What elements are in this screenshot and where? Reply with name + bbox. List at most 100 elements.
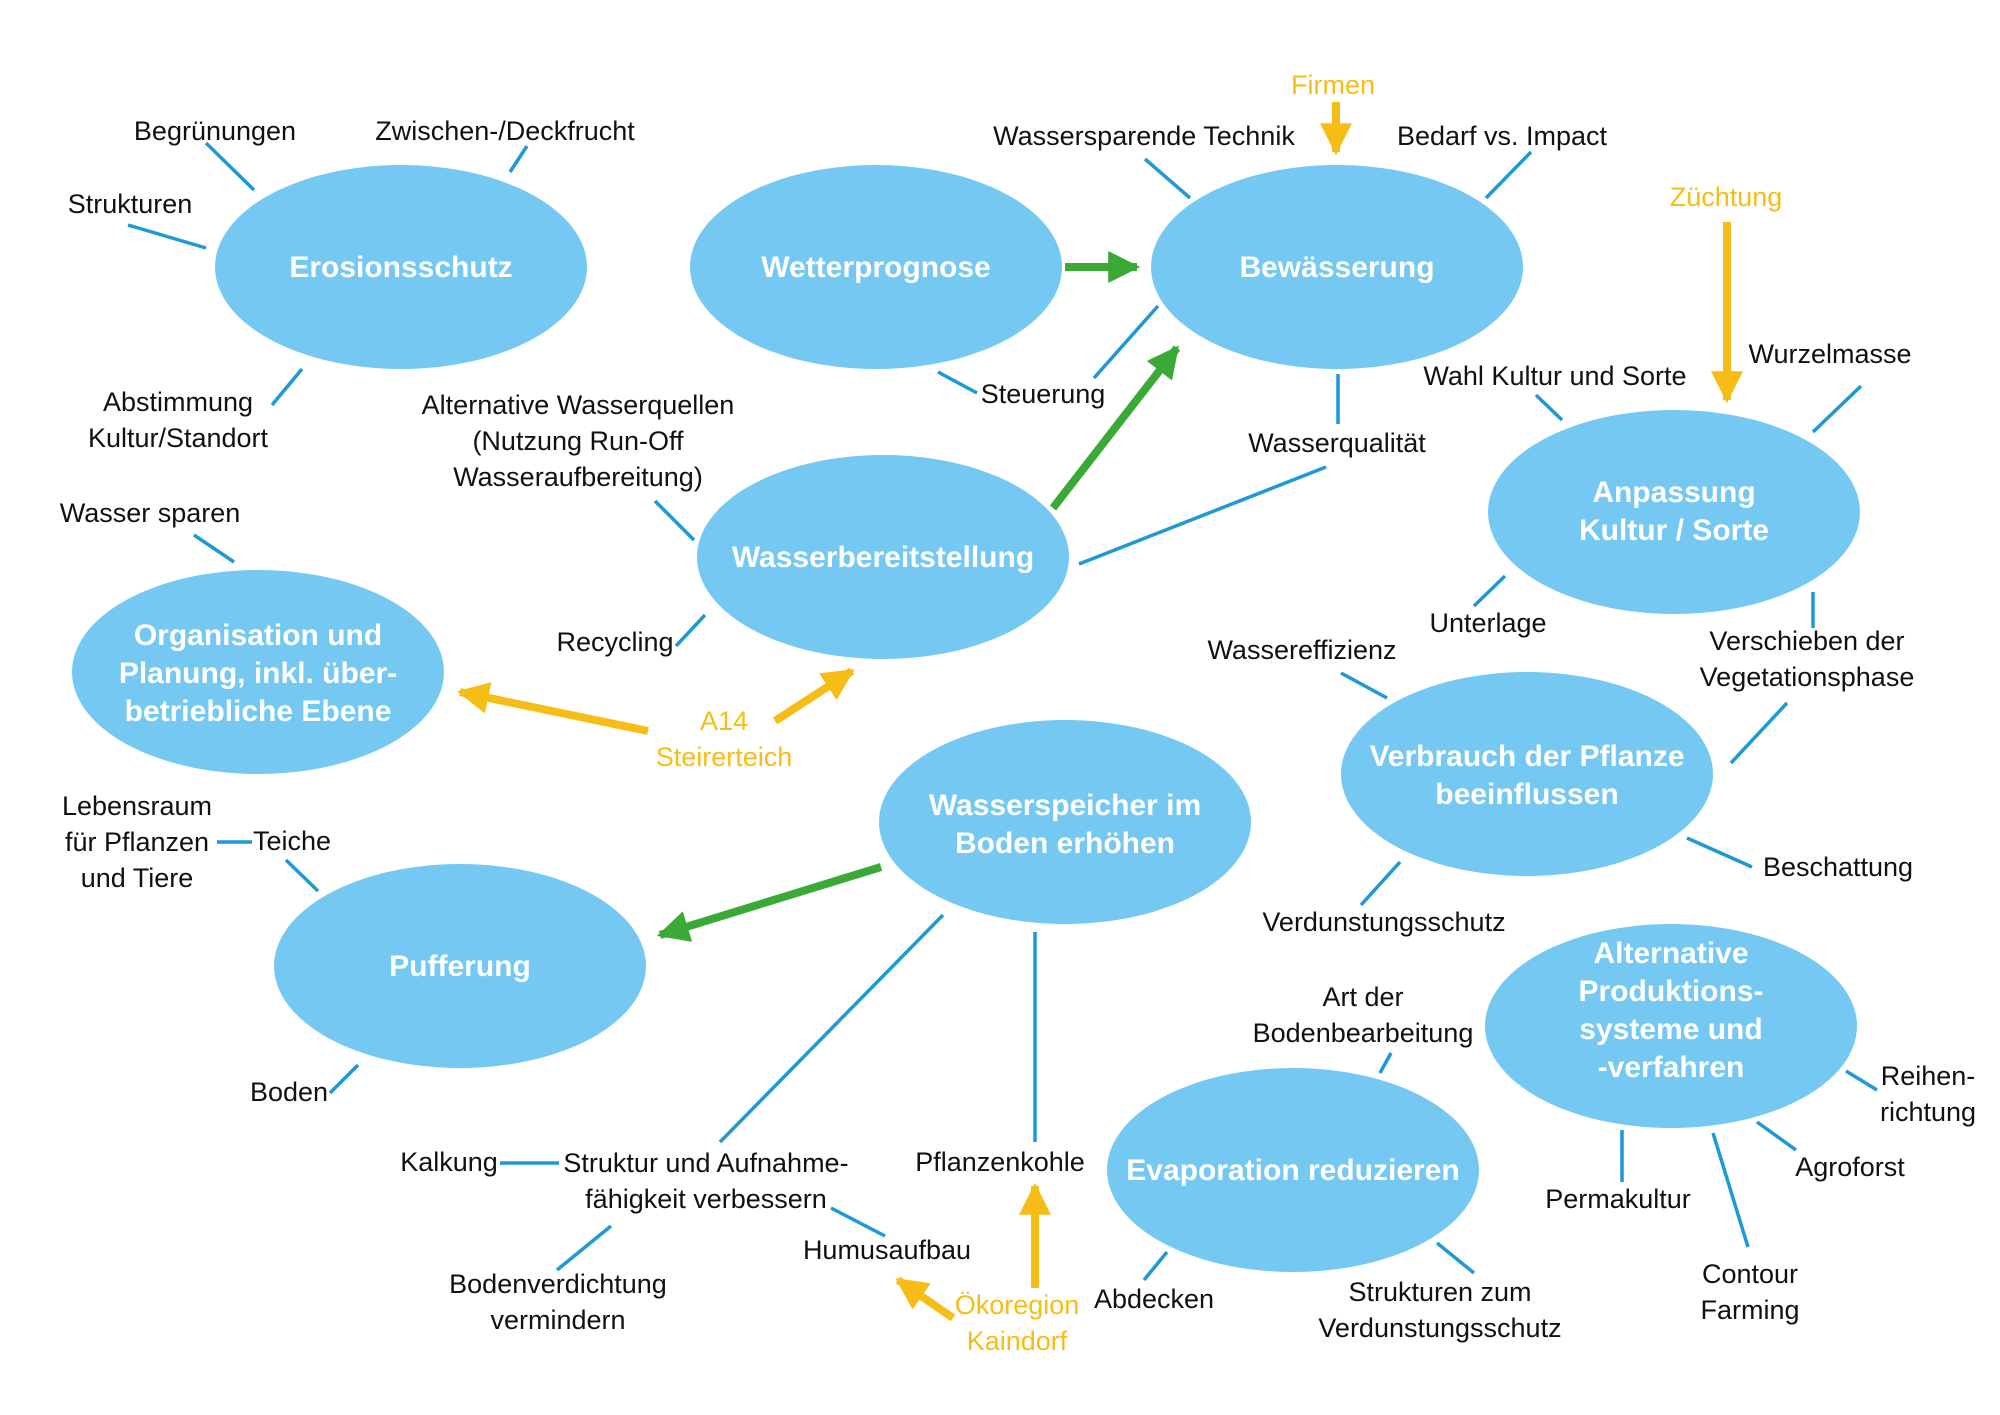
label-wasserqualitaet: Wasserqualität [1248, 428, 1426, 458]
leaf-labels: Begrünungen Zwischen-/Deckfrucht Struktu… [60, 116, 1976, 1343]
connector-line [1092, 304, 1160, 380]
label-contour-farming-line-1: Contour [1702, 1259, 1798, 1289]
arrow-wasserspeicher-to-pufferung [656, 863, 883, 942]
node-shape [1341, 672, 1713, 876]
actor-oekoregion-line-1: Ökoregion [955, 1290, 1080, 1320]
node-shape [1488, 410, 1860, 614]
connector-line [1755, 1120, 1798, 1152]
node-title: Pufferung [389, 950, 531, 983]
label-pflanzenkohle: Pflanzenkohle [915, 1147, 1085, 1177]
connector-lines [127, 141, 1878, 1282]
node-title-line-2: beeinflussen [1435, 778, 1618, 811]
node-bewaesserung: Bewässerung [1151, 165, 1523, 369]
connector-line [193, 533, 235, 564]
label-teiche: Teiche [253, 826, 331, 856]
label-struktur-aufnahme-line-1: Struktur und Aufnahme- [563, 1148, 848, 1178]
label-bedarf-impact: Bedarf vs. Impact [1397, 121, 1608, 151]
label-contour-farming-line-2: Farming [1700, 1295, 1799, 1325]
label-bodenverdichtung-line-2: vermindern [490, 1305, 625, 1335]
label-verschieben-line-1: Verschieben der [1709, 626, 1904, 656]
label-permakultur: Permakultur [1545, 1184, 1691, 1214]
connector-line [270, 367, 304, 407]
node-verbrauch: Verbrauch der Pflanze beeinflussen [1341, 672, 1713, 876]
connector-line [204, 141, 256, 192]
node-evaporation: Evaporation reduzieren [1107, 1068, 1479, 1272]
label-wahl-kultur: Wahl Kultur und Sorte [1423, 361, 1686, 391]
node-shape [274, 864, 646, 1068]
node-wetterprognose: Wetterprognose [690, 165, 1062, 369]
topic-nodes: Erosionsschutz Wetterprognose Bewässerun… [72, 165, 1860, 1272]
node-title-line-4: -verfahren [1598, 1051, 1745, 1084]
connector-line [1378, 1052, 1393, 1074]
label-lebensraum-line-1: Lebensraum [62, 791, 212, 821]
arrow-a14-to-organisation [456, 682, 649, 735]
node-shape [697, 455, 1069, 659]
node-title-line-3: systeme und [1579, 1013, 1762, 1046]
connector-line [127, 223, 207, 250]
actor-oekoregion-line-2: Kaindorf [967, 1326, 1068, 1356]
node-wasserbereitstellung: Wasserbereitstellung [697, 455, 1069, 659]
green-arrows [656, 251, 1181, 942]
label-abdecken: Abdecken [1094, 1284, 1214, 1314]
actor-firmen: Firmen [1291, 70, 1375, 100]
label-alt-wasserquellen-line-1: Alternative Wasserquellen [422, 390, 735, 420]
connector-line [1484, 150, 1533, 200]
node-shape [1485, 924, 1857, 1128]
node-shape [1151, 165, 1523, 369]
label-art-bodenbearbeitung-line-2: Bodenbearbeitung [1253, 1018, 1474, 1048]
label-begruenungen: Begrünungen [134, 116, 296, 146]
node-title: Evaporation reduzieren [1126, 1154, 1459, 1187]
node-title-line-2: Boden erhöhen [955, 827, 1175, 860]
node-shape [1107, 1068, 1479, 1272]
connector-line [328, 1063, 360, 1095]
connector-line [1686, 836, 1753, 869]
node-shape [215, 165, 587, 369]
connector-line [1143, 157, 1192, 200]
node-pufferung: Pufferung [274, 864, 646, 1068]
node-organisation: Organisation und Planung, inkl. über- be… [72, 570, 444, 774]
connector-line [1729, 701, 1789, 765]
node-title: Wetterprognose [761, 251, 990, 284]
label-art-bodenbearbeitung-line-1: Art der [1322, 982, 1403, 1012]
connector-line [1340, 671, 1388, 700]
node-shape [72, 570, 444, 774]
node-wasserspeicher: Wasserspeicher im Boden erhöhen [879, 720, 1251, 924]
node-shape [690, 165, 1062, 369]
connector-line [1359, 860, 1402, 907]
connector-line [718, 913, 945, 1144]
connector-line [1142, 1250, 1169, 1282]
actor-zuechtung: Züchtung [1670, 182, 1783, 212]
node-title-line-2: Produktions- [1579, 975, 1764, 1008]
connector-line [1534, 393, 1564, 422]
label-wurzelmasse: Wurzelmasse [1748, 339, 1911, 369]
node-title-line-1: Wasserspeicher im [929, 789, 1201, 822]
node-title: Bewässerung [1239, 251, 1434, 284]
label-wassereffizienz: Wassereffizienz [1207, 635, 1396, 665]
label-strukturen-verdunstung-line-2: Verdunstungsschutz [1318, 1313, 1561, 1343]
label-agroforst: Agroforst [1795, 1152, 1905, 1182]
label-alt-wasserquellen-line-3: Wasseraufbereitung) [453, 462, 703, 492]
node-title-line-2: Planung, inkl. über- [119, 657, 397, 690]
connector-line [1811, 384, 1863, 434]
node-title: Wasserbereitstellung [732, 541, 1034, 574]
node-alternative: Alternative Produktions- systeme und -ve… [1485, 924, 1857, 1128]
node-erosionsschutz: Erosionsschutz [215, 165, 587, 369]
connector-line [284, 858, 320, 893]
label-verdunstungsschutz: Verdunstungsschutz [1262, 907, 1505, 937]
label-steuerung: Steuerung [981, 379, 1106, 409]
label-recycling: Recycling [556, 627, 673, 657]
actor-a14-line-1: A14 [700, 706, 748, 736]
arrow-oekoregion-to-humusaufbau [895, 1276, 956, 1322]
node-title: Erosionsschutz [289, 251, 512, 284]
label-reihenrichtung-line-2: richtung [1880, 1097, 1976, 1127]
label-reihenrichtung-line-1: Reihen- [1881, 1061, 1976, 1091]
node-title-line-1: Anpassung [1592, 476, 1755, 509]
connector-line [1078, 465, 1327, 566]
label-strukturen-verdunstung-line-1: Strukturen zum [1348, 1277, 1531, 1307]
node-title-line-1: Organisation und [134, 619, 382, 652]
label-verschieben-line-2: Vegetationsphase [1700, 662, 1915, 692]
node-title-line-3: betriebliche Ebene [125, 695, 392, 728]
label-humusaufbau: Humusaufbau [803, 1235, 971, 1265]
label-kalkung: Kalkung [400, 1147, 498, 1177]
label-unterlage: Unterlage [1429, 608, 1546, 638]
